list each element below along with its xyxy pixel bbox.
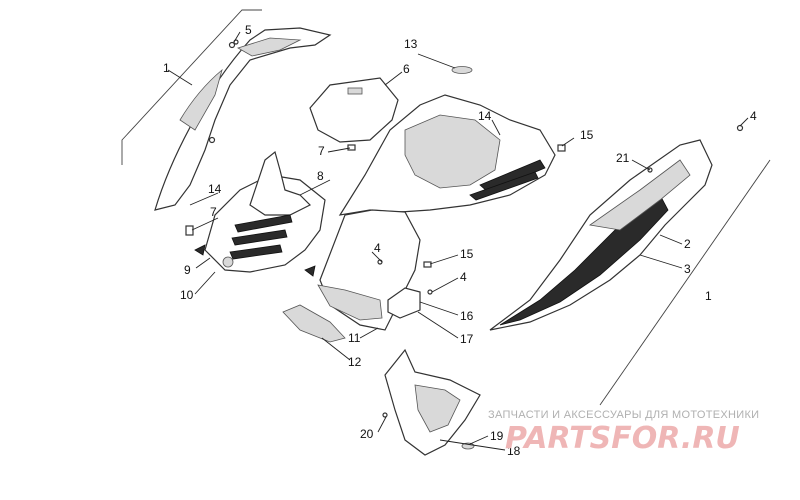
watermark-logo: PARTSFOR.RU — [505, 421, 740, 456]
callout-3: 3 — [684, 262, 691, 276]
callout-17: 17 — [460, 332, 474, 346]
bracket-right — [599, 159, 771, 406]
callout-labels: 1 5 6 13 14 15 4 21 7 8 14 7 2 3 1 9 10 … — [163, 23, 757, 458]
callout-7: 7 — [210, 205, 217, 219]
callout-4: 4 — [374, 241, 381, 255]
callout-13: 13 — [404, 37, 418, 51]
watermark-tagline: ЗАПЧАСТИ И АКСЕССУАРЫ ДЛЯ МОТОТЕХНИКИ — [488, 409, 759, 421]
callout-5: 5 — [245, 23, 252, 37]
callout-14: 14 — [478, 109, 492, 123]
callout-19: 19 — [490, 429, 504, 443]
callout-10: 10 — [180, 288, 194, 302]
deflector-panel — [309, 77, 399, 143]
callout-15: 15 — [460, 247, 474, 261]
left-lower-panel — [204, 150, 326, 273]
callout-9: 9 — [184, 263, 191, 277]
callout-15: 15 — [580, 128, 594, 142]
hardware — [185, 39, 744, 418]
mount-bracket-16 — [387, 287, 421, 319]
right-side-panel — [489, 139, 713, 331]
callout-4: 4 — [460, 270, 467, 284]
cap-part-13 — [451, 66, 473, 74]
callout-16: 16 — [460, 309, 474, 323]
leader-lines — [167, 31, 749, 451]
bracket-left — [121, 9, 262, 165]
callout-12: 12 — [348, 355, 362, 369]
watermark: ЗАПЧАСТИ И АКСЕССУАРЫ ДЛЯ МОТОТЕХНИКИ PA… — [488, 409, 759, 456]
left-side-panel — [154, 27, 332, 211]
callout-20: 20 — [360, 427, 374, 441]
callout-1: 1 — [705, 289, 712, 303]
callout-4: 4 — [750, 109, 757, 123]
callout-6: 6 — [403, 62, 410, 76]
callout-2: 2 — [684, 237, 691, 251]
center-hood — [338, 94, 556, 216]
callout-8: 8 — [317, 169, 324, 183]
mesh-grille — [282, 304, 346, 343]
callout-18: 18 — [507, 444, 521, 458]
callout-11: 11 — [348, 331, 361, 345]
callout-21: 21 — [616, 151, 630, 165]
callout-1: 1 — [163, 61, 170, 75]
callout-7: 7 — [318, 144, 325, 158]
belly-pan — [384, 348, 481, 456]
callout-14: 14 — [208, 182, 222, 196]
